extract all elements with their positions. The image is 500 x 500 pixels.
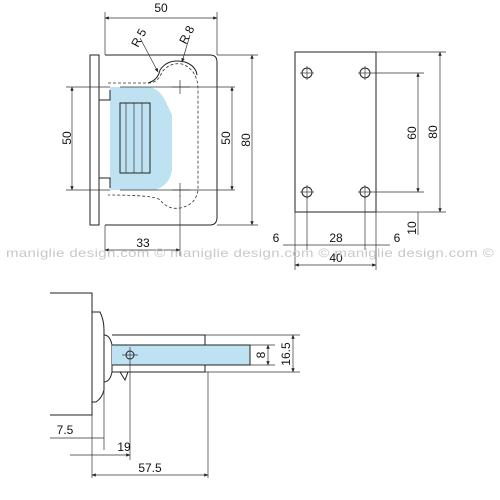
dim-left-margin: 6 — [273, 231, 280, 245]
screw-hole — [300, 66, 314, 80]
radius-cutout — [147, 60, 198, 84]
dim-radius-left: R 5 — [128, 26, 149, 49]
dim-height-left: 50 — [60, 131, 74, 145]
dim-height-inner: 50 — [219, 131, 233, 145]
hinge-body-outline — [105, 54, 218, 226]
mounting-flange — [92, 311, 105, 403]
front-view — [89, 54, 235, 226]
dim-total-depth: 57.5 — [138, 461, 162, 475]
dim-offset-bottom: 33 — [136, 236, 150, 250]
dim-body-thickness: 16.5 — [279, 342, 293, 366]
screw-hole — [358, 66, 372, 80]
dim-right-margin: 6 — [394, 231, 401, 245]
glass-section — [112, 345, 250, 365]
mounting-plate — [294, 51, 377, 213]
dim-hole-spacing: 28 — [329, 231, 343, 245]
dim-radius-right: R 8 — [176, 23, 197, 46]
dim-height-outer: 80 — [239, 133, 253, 147]
dim-wall-offset: 7.5 — [57, 423, 74, 437]
side-view-dimensions: 8 16.5 7.5 19 57.5 — [50, 334, 300, 478]
wall-plate-strip — [89, 54, 100, 226]
plate-view — [294, 51, 377, 213]
dim-plate-height: 80 — [426, 125, 440, 139]
dim-pin-offset: 19 — [117, 440, 131, 454]
dim-width-top: 50 — [154, 1, 168, 15]
plate-view-dimensions: 60 80 10 6 28 6 40 — [273, 51, 446, 270]
glass-panel — [110, 87, 172, 190]
hinge-knuckle — [119, 102, 151, 174]
screw-hole — [358, 185, 372, 199]
wall-section — [50, 292, 93, 416]
front-view-dimensions: 50 R 5 R 8 50 50 80 33 — [60, 1, 258, 256]
dim-glass-thickness: 8 — [254, 351, 268, 358]
side-view — [50, 292, 251, 416]
watermark: maniglie design.com © maniglie design.co… — [6, 246, 494, 260]
dim-holes-vertical: 60 — [405, 126, 419, 140]
dim-plate-width: 40 — [329, 251, 343, 265]
dim-bottom-offset: 10 — [405, 221, 419, 235]
screw-hole — [300, 185, 314, 199]
